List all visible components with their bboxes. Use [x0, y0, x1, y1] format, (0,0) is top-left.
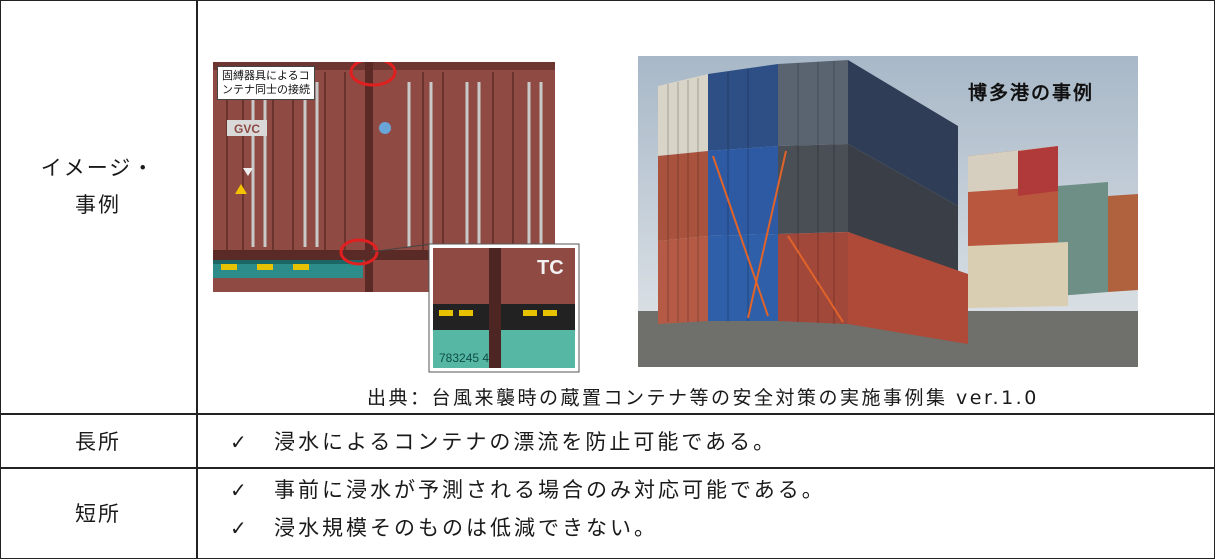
check-mark-icon: ✓ [230, 478, 250, 502]
column-divider [196, 0, 198, 559]
cons-item: ✓ 浸水規模そのものは低減できない。 [230, 512, 658, 542]
row-label-cons: 短所 [75, 502, 121, 526]
container-lashing-illustration: GVC TC 783245 4 [213, 62, 580, 373]
row-label-image-example: イメージ・ 事例 [0, 150, 196, 224]
container-marking-gvc: GVC [234, 122, 260, 136]
cons-item-text: 事前に浸水が予測される場合のみ対応可能である。 [274, 478, 826, 502]
stacked-containers-illustration [638, 56, 1138, 367]
callout-line: 固縛器具によるコ [222, 69, 310, 82]
cons-item: ✓ 事前に浸水が予測される場合のみ対応可能である。 [230, 474, 826, 504]
callout-line: ンテナ同士の接続 [222, 82, 310, 96]
cons-item-text: 浸水規模そのものは低減できない。 [274, 516, 658, 540]
row-divider [0, 467, 1215, 469]
container-lashing-photo: GVC TC 783245 4 固縛器具 [213, 62, 583, 382]
pros-item-text: 浸水によるコンテナの漂流を防止可能である。 [274, 430, 778, 454]
source-caption: 出典：台風来襲時の蔵置コンテナ等の安全対策の実施事例集 ver.1.0 [367, 387, 1039, 409]
hakata-port-title: 博多港の事例 [968, 82, 1095, 104]
pros-item: ✓ 浸水によるコンテナの漂流を防止可能である。 [230, 426, 777, 456]
row-label-line: 事例 [75, 192, 121, 217]
row-divider [0, 413, 1215, 415]
inset-container-number: 783245 4 [439, 351, 489, 365]
lashing-callout-label: 固縛器具によるコ ンテナ同士の接続 [217, 66, 315, 100]
row-label-line: イメージ・ [40, 156, 156, 180]
container-marking-tc: TC [537, 257, 564, 279]
check-mark-icon: ✓ [230, 516, 250, 540]
hakata-port-photo: 博多港の事例 [638, 56, 1138, 367]
row-label-pros: 長所 [75, 430, 121, 454]
check-mark-icon: ✓ [230, 430, 250, 454]
